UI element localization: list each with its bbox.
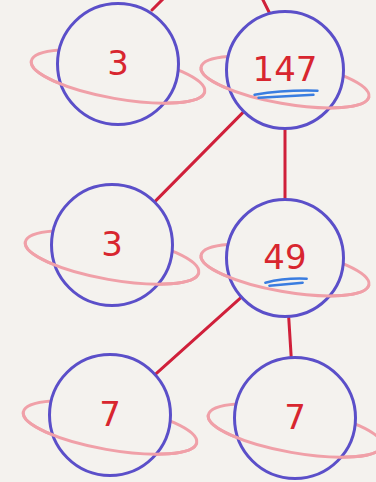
factor-circle: 7 [48,353,172,477]
factor-branch [284,130,287,198]
planet-circle [50,355,171,476]
factor-circle: 3 [56,2,180,126]
pen-underline [265,279,306,286]
factor-circle: 49 [225,198,345,318]
factor-circle: 147 [225,10,345,130]
factor-number: 7 [284,399,306,436]
factor-branch [156,298,240,374]
factor-number: 147 [253,51,318,88]
planet-circle [235,358,356,479]
planet-circle [58,4,179,125]
factor-circle: 7 [233,356,357,480]
factor-number: 7 [99,396,121,433]
factor-number: 3 [101,226,123,263]
planet-circle [227,200,344,317]
factor-number: 49 [263,239,306,276]
factor-branch [289,318,291,356]
planet-circle [52,185,173,306]
pen-underline [255,91,318,98]
factor-branch [156,113,243,201]
factor-circle: 3 [50,183,174,307]
planet-circle [227,12,344,129]
factor-number: 3 [107,45,129,82]
branch-line [262,0,270,14]
branch-line [152,0,164,10]
